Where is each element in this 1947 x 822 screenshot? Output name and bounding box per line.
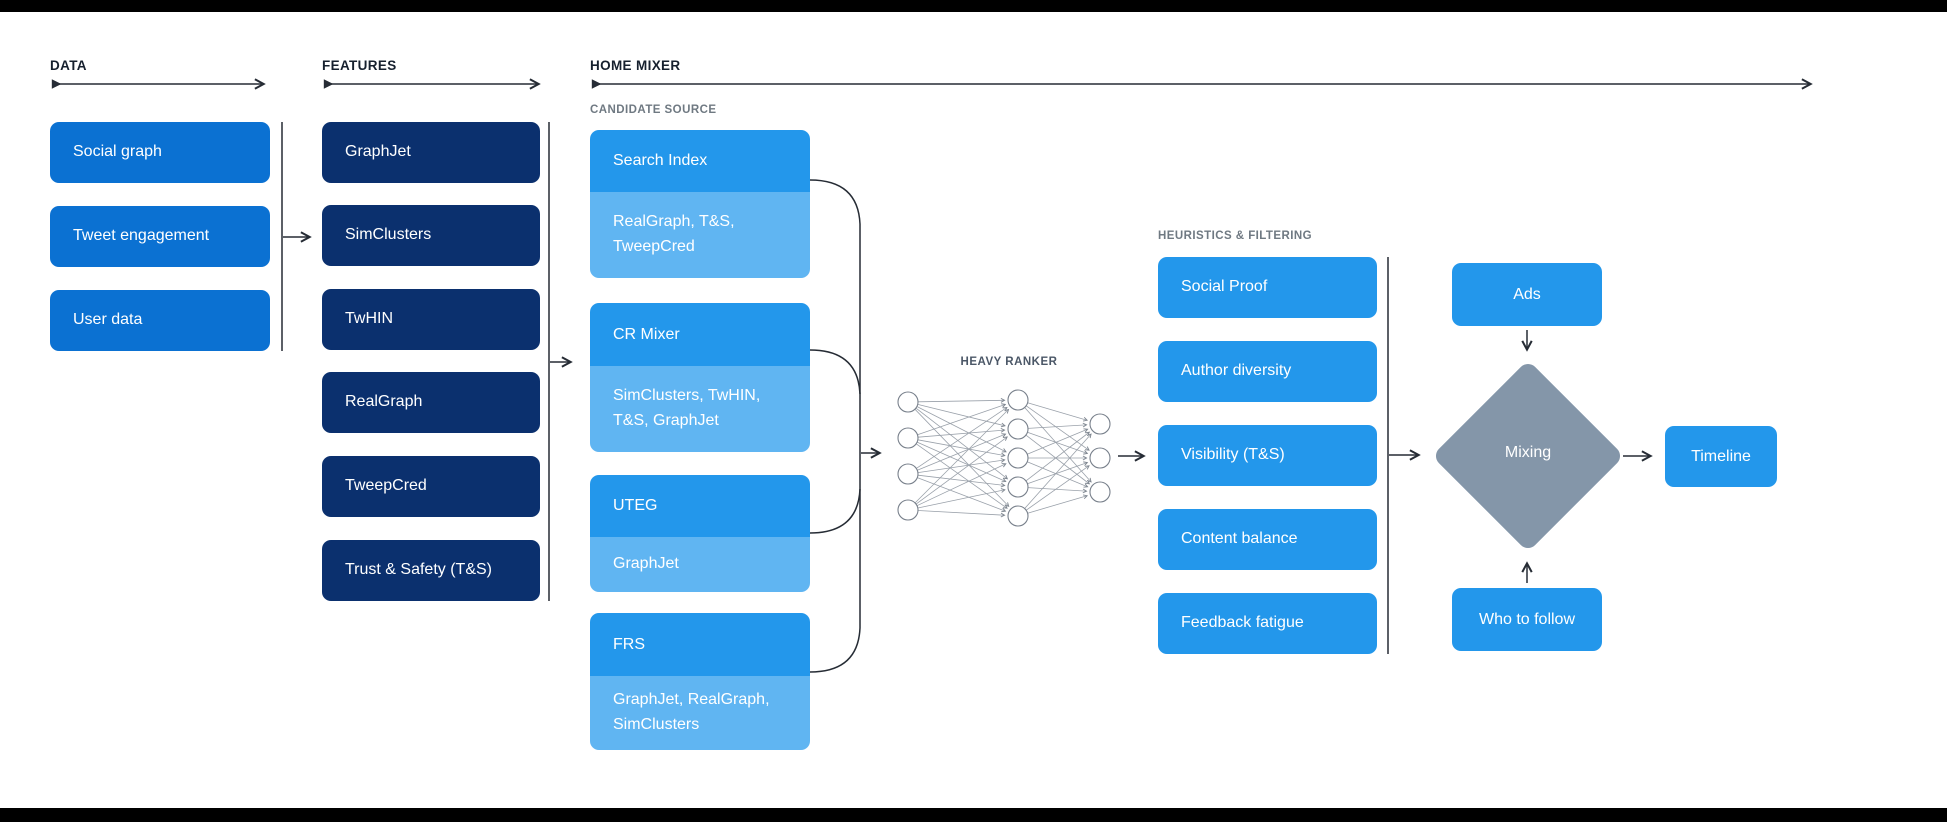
candidate-sources-cr-mixer: SimClusters, TwHIN, T&S, GraphJet: [590, 366, 810, 452]
heavy-ranker-network: [897, 389, 1111, 527]
heuristic-box-feedback-fatigue: Feedback fatigue: [1158, 593, 1377, 654]
candidate-main-uteg: UTEG: [590, 475, 810, 537]
feature-box-trust-safety: Trust & Safety (T&S): [322, 540, 540, 601]
candidate-main-search-index: Search Index: [590, 130, 810, 192]
static-arrows: [51, 78, 1813, 673]
feature-box-realgraph: RealGraph: [322, 372, 540, 433]
data-column-header: DATA: [50, 58, 87, 73]
feature-box-simclusters: SimClusters: [322, 205, 540, 266]
timeline-box: Timeline: [1665, 426, 1777, 487]
candidate-group-search-index: Search Index RealGraph, T&S, TweepCred: [590, 130, 810, 278]
heuristics-label: HEURISTICS & FILTERING: [1158, 230, 1313, 242]
top-letterbox-bar: [0, 0, 1947, 12]
data-box-tweet-engagement: Tweet engagement: [50, 206, 270, 267]
feature-box-twhin: TwHIN: [322, 289, 540, 350]
candidate-main-cr-mixer: CR Mixer: [590, 303, 810, 366]
heuristic-box-author-diversity: Author diversity: [1158, 341, 1377, 402]
home-mixer-header: HOME MIXER: [590, 58, 681, 73]
heuristic-box-visibility: Visibility (T&S): [1158, 425, 1377, 486]
heuristic-box-social-proof: Social Proof: [1158, 257, 1377, 318]
feature-box-tweepcred: TweepCred: [322, 456, 540, 517]
candidate-sources-search-index: RealGraph, T&S, TweepCred: [590, 192, 810, 278]
candidate-sources-uteg: GraphJet: [590, 537, 810, 592]
data-box-social-graph: Social graph: [50, 122, 270, 183]
ads-box: Ads: [1452, 263, 1602, 326]
feature-box-graphjet: GraphJet: [322, 122, 540, 183]
mixing-label: Mixing: [1504, 444, 1552, 461]
candidate-source-label: CANDIDATE SOURCE: [590, 104, 717, 116]
candidate-main-frs: FRS: [590, 613, 810, 676]
candidate-sources-frs: GraphJet, RealGraph, SimClusters: [590, 676, 810, 750]
heavy-ranker-label: HEAVY RANKER: [960, 356, 1058, 368]
candidate-group-frs: FRS GraphJet, RealGraph, SimClusters: [590, 613, 810, 750]
data-box-user-data: User data: [50, 290, 270, 351]
features-column-header: FEATURES: [322, 58, 397, 73]
candidate-group-uteg: UTEG GraphJet: [590, 475, 810, 592]
who-to-follow-box: Who to follow: [1452, 588, 1602, 651]
heuristic-box-content-balance: Content balance: [1158, 509, 1377, 570]
bottom-letterbox-bar: [0, 808, 1947, 822]
candidate-group-cr-mixer: CR Mixer SimClusters, TwHIN, T&S, GraphJ…: [590, 303, 810, 452]
